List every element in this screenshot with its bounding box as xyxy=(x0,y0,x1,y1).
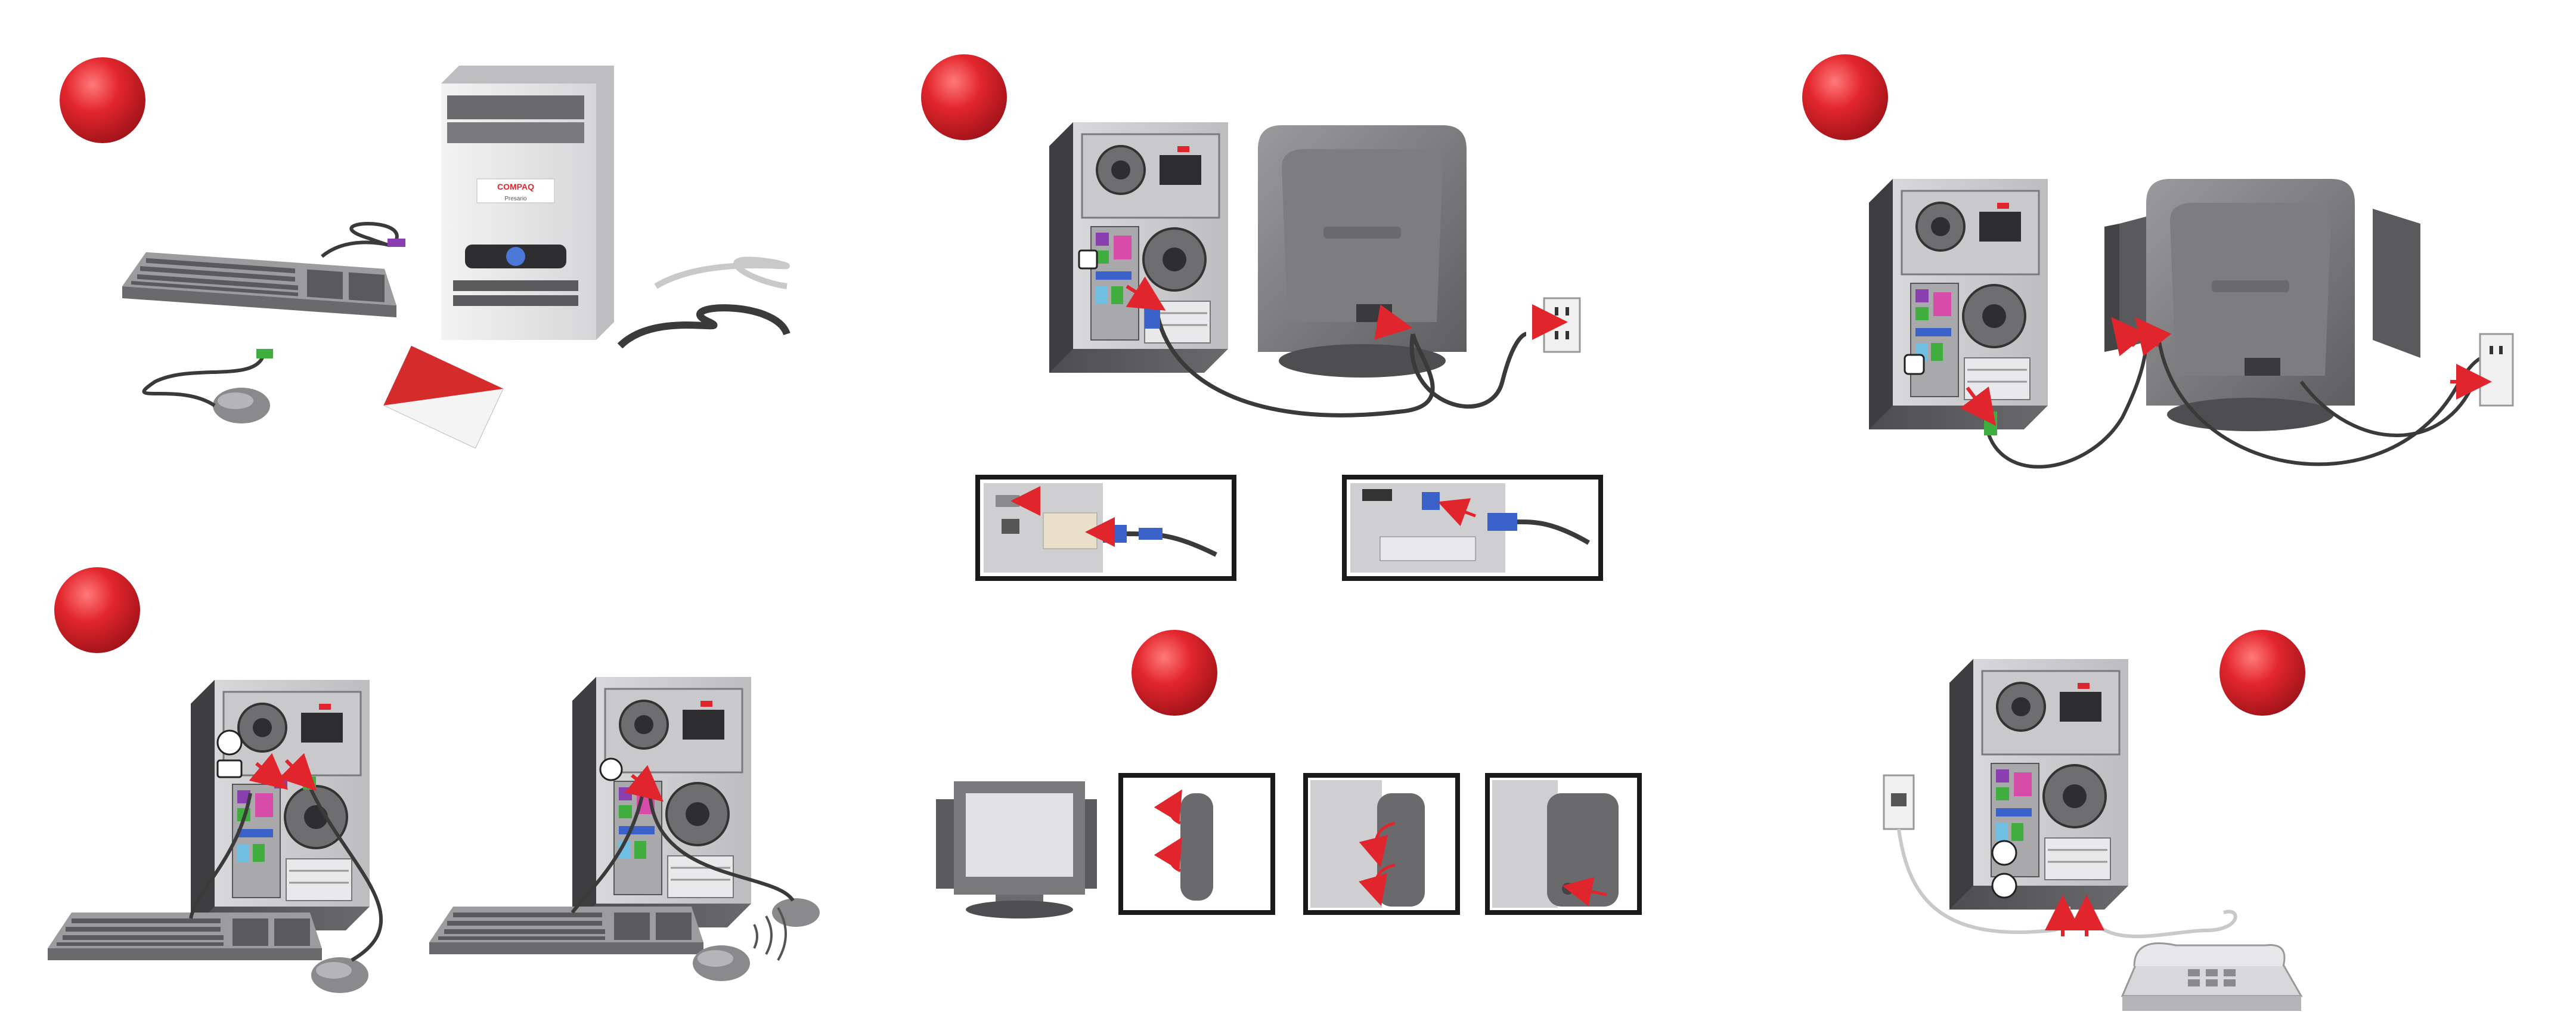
computer-tower-back-ps2 xyxy=(191,680,370,930)
keyboard-cable xyxy=(322,224,397,256)
step-3-connect-power xyxy=(1802,54,2513,467)
inset-vga-card xyxy=(1344,477,1601,579)
mouse xyxy=(213,388,270,423)
speaker-inset-3 xyxy=(1487,775,1639,913)
step-marker-3 xyxy=(1802,54,1888,140)
computer-tower-front: COMPAQ Presario xyxy=(441,66,614,340)
telephone-cable xyxy=(2087,907,2236,936)
speaker-inset-2 xyxy=(1306,775,1458,913)
wall-phone-jack xyxy=(1884,775,1914,829)
mouse-ps2 xyxy=(311,957,368,993)
usb-icon xyxy=(600,759,622,780)
computer-tower-back xyxy=(1949,659,2128,910)
mouse-receiver xyxy=(772,898,820,927)
computer-tower-back-usb xyxy=(572,677,751,927)
mouse-port-icon xyxy=(218,760,241,777)
step-marker-5 xyxy=(1132,630,1217,716)
step-marker-1 xyxy=(60,57,145,143)
monitor-port-icon xyxy=(1079,250,1097,268)
step-2-connect-monitor xyxy=(921,54,1580,415)
speaker-inset-1 xyxy=(1121,775,1273,913)
step-marker-4 xyxy=(54,567,140,653)
modem-cable xyxy=(656,259,787,286)
step-5-attach-speakers xyxy=(936,630,1639,918)
step-marker-6 xyxy=(2219,630,2305,716)
computer-tower-back xyxy=(1869,179,2048,429)
step-1-unpack: COMPAQ Presario xyxy=(60,57,787,449)
speaker-right xyxy=(2373,209,2420,358)
step-6-connect-modem-phone xyxy=(1884,630,2305,1011)
monitor-front xyxy=(936,781,1097,918)
keyboard-usb xyxy=(429,907,703,954)
computer-tower-back xyxy=(1049,122,1228,373)
wall-outlet xyxy=(1544,298,1580,352)
speaker-out-icon xyxy=(1905,355,1924,374)
mouse-usb xyxy=(693,945,750,981)
wireless-waves xyxy=(754,908,786,960)
keyboard xyxy=(122,250,396,317)
inset-vga-onboard xyxy=(978,477,1234,579)
brand-label: COMPAQ xyxy=(497,182,534,191)
step-marker-2 xyxy=(921,54,1007,140)
modem-line-icon xyxy=(1992,874,2016,898)
wall-outlet xyxy=(2480,334,2513,406)
phone-jack-icon xyxy=(1992,841,2016,865)
manual-booklet xyxy=(384,346,504,449)
keyboard-ps2 xyxy=(48,913,322,960)
keyboard-port-icon xyxy=(218,731,241,754)
telephone xyxy=(2122,944,2301,1011)
model-label: Presario xyxy=(504,196,527,202)
power-cord xyxy=(620,308,787,346)
monitor-back xyxy=(1258,125,1467,378)
step-4-connect-keyboard-mouse xyxy=(48,567,820,993)
